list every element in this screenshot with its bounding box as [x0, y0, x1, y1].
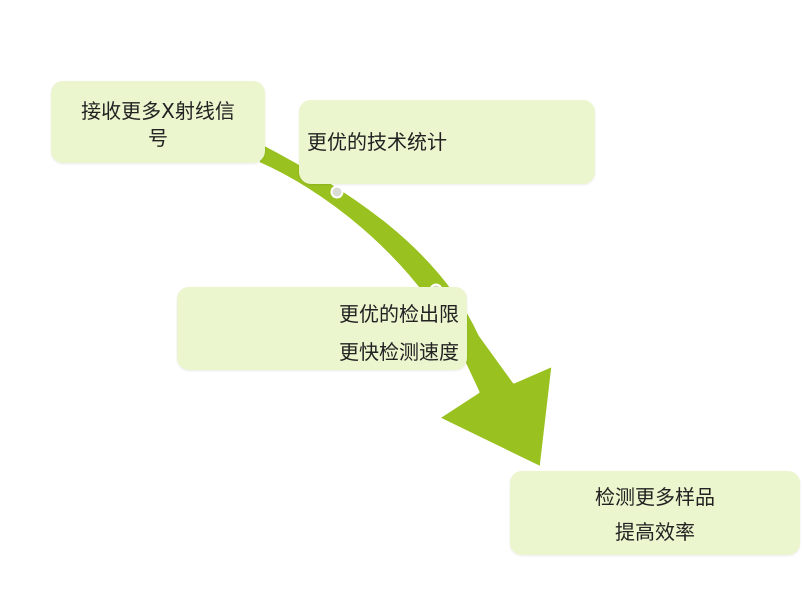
box-more-samples-efficiency: 检测更多样品 提高效率 [510, 471, 800, 555]
box-receive-more-xray-signal: 接收更多X射线信 号 [51, 81, 265, 163]
box-samples-line-2: 提高效率 [615, 520, 695, 544]
box-stats-line-1: 更优的技术统计 [307, 130, 447, 154]
box-receive-line-1: 接收更多X射线信 [81, 99, 235, 123]
box-better-statistics: 更优的技术统计 [299, 100, 595, 184]
box-samples-line-1: 检测更多样品 [595, 485, 715, 509]
box-limit-line-2: 更快检测速度 [339, 340, 459, 364]
box-limit-line-1: 更优的检出限 [339, 302, 459, 326]
box-better-detection-limit: 更优的检出限 更快检测速度 [177, 287, 467, 370]
box-receive-line-2: 号 [148, 126, 168, 150]
connector-dot-top [330, 185, 344, 199]
